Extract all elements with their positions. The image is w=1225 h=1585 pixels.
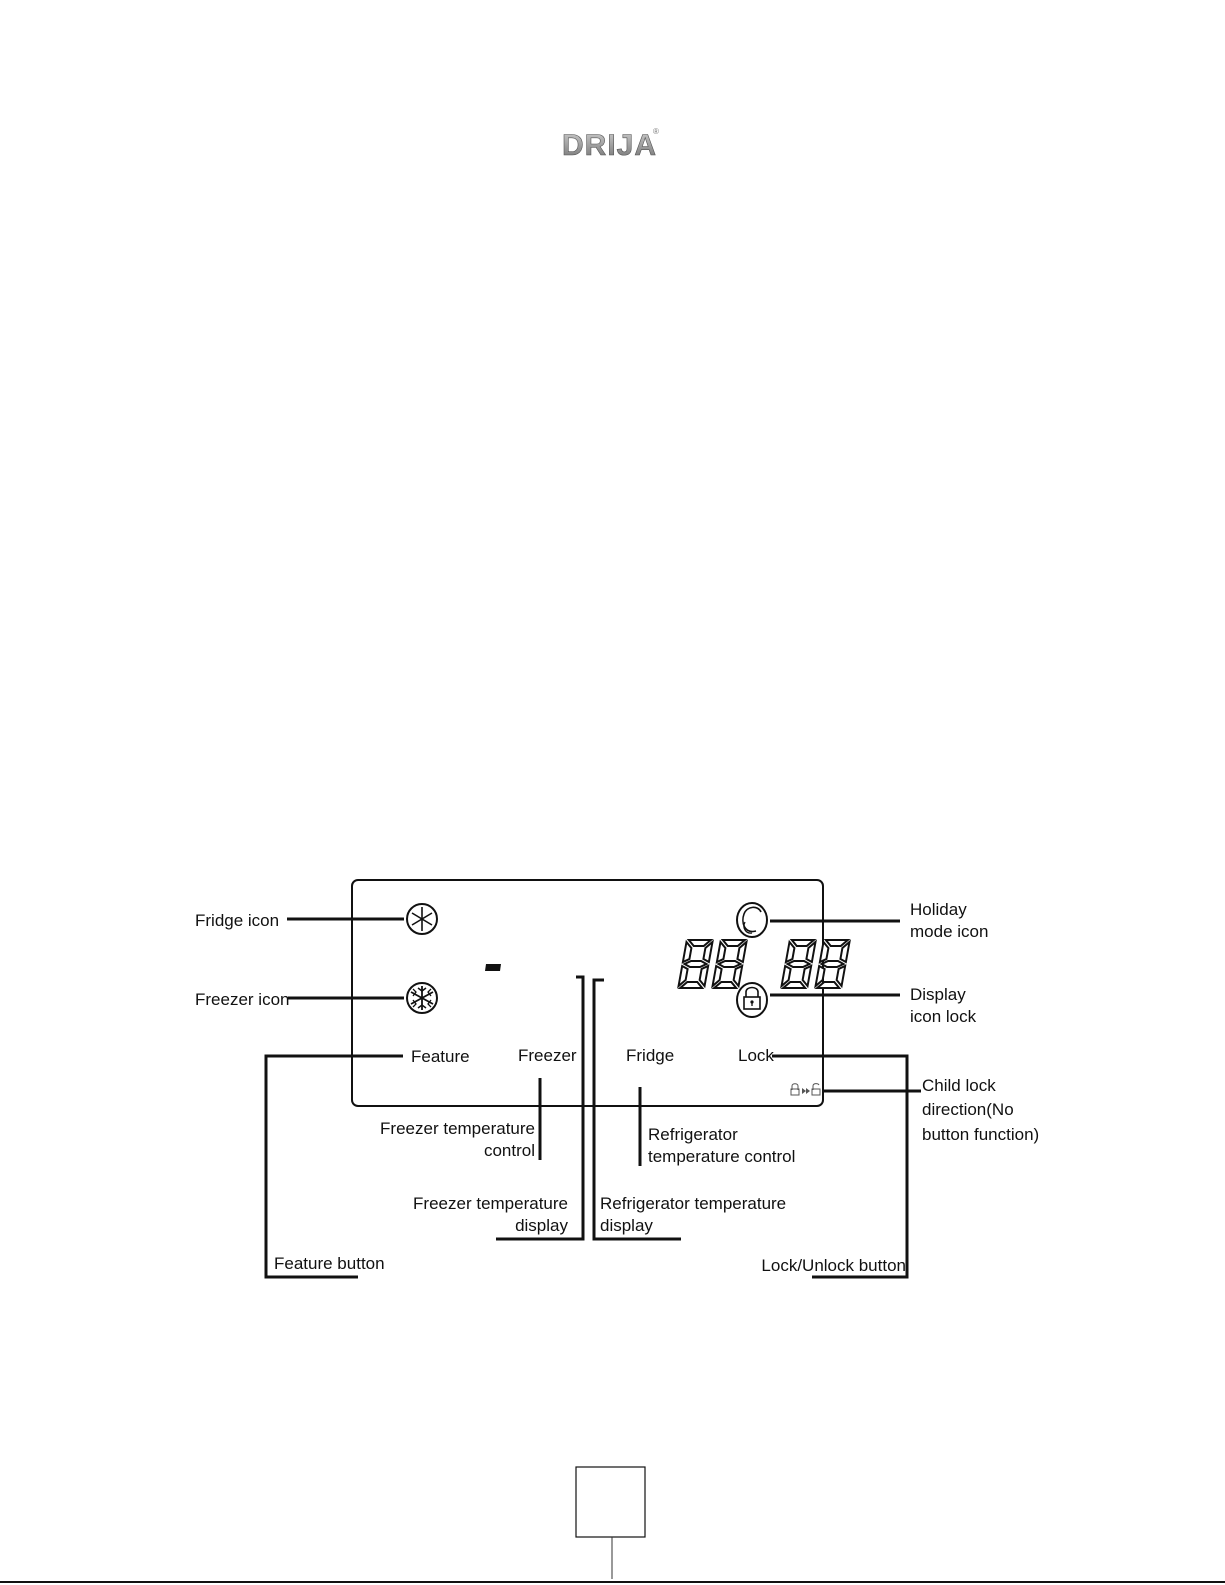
fridge-icon [407, 904, 437, 934]
freezer-button[interactable]: Freezer [518, 1046, 577, 1065]
lock-button[interactable]: Lock [738, 1046, 774, 1065]
display-minus-sign [485, 964, 501, 971]
holiday-mode-label-line2: mode icon [910, 922, 988, 941]
freezer-icon [407, 983, 437, 1013]
feature-button[interactable]: Feature [411, 1047, 470, 1066]
holiday-mode-icon [737, 903, 767, 937]
display-digit-2-segment-g [719, 961, 741, 967]
display-digit-3-segment-g [788, 961, 810, 967]
display-icon-lock-label-line1: Display [910, 985, 966, 1004]
freezer-temp-display-label-line2: display [515, 1216, 568, 1235]
refrigerator-temp-display-label-line2: display [600, 1216, 653, 1235]
refrigerator-temp-display-label-line1: Refrigerator temperature [600, 1194, 786, 1213]
refrigerator-temp-control-label-line2: temperature control [648, 1147, 795, 1166]
display-icon-lock-label-line2: icon lock [910, 1007, 977, 1026]
child-lock-label-line2: direction(No [922, 1100, 1014, 1119]
freezer-icon-label: Freezer icon [195, 990, 289, 1009]
display-lock-icon [737, 983, 767, 1017]
fridge-button[interactable]: Fridge [626, 1046, 674, 1065]
lock-unlock-button-label: Lock/Unlock button [761, 1256, 906, 1275]
refrigerator-temp-control-label-line1: Refrigerator [648, 1125, 738, 1144]
brand-logo: DRIJA ® [562, 127, 659, 162]
freezer-temp-control-label-line2: control [484, 1141, 535, 1160]
child-lock-label-line1: Child lock [922, 1076, 996, 1095]
display-digit-4-segment-c [837, 966, 846, 986]
child-lock-label-line3: button function) [922, 1125, 1039, 1144]
display-digit-4-segment-g [822, 961, 844, 967]
freezer-temp-control-label-line1: Freezer temperature [380, 1119, 535, 1138]
freezer-temp-display-label-line1: Freezer temperature [413, 1194, 568, 1213]
fridge-icon-label: Fridge icon [195, 911, 279, 930]
brand-logo-text: DRIJA [562, 129, 657, 162]
page-number-box [576, 1467, 645, 1579]
display-digit-1-segment-g [685, 961, 707, 967]
registered-mark: ® [653, 127, 659, 136]
holiday-mode-label-line1: Holiday [910, 900, 967, 919]
feature-button-label: Feature button [274, 1254, 385, 1273]
